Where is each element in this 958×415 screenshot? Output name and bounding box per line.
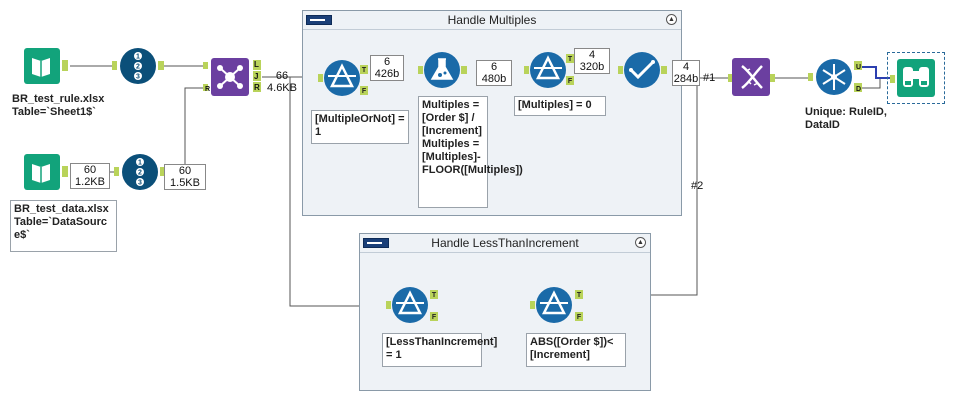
svg-text:T: T <box>362 67 367 74</box>
select-tool[interactable] <box>618 50 670 95</box>
wire-unique-U-to-browse <box>862 66 895 79</box>
svg-text:3: 3 <box>136 74 140 81</box>
container-header: Handle Multiples ▲ <box>303 11 681 30</box>
join-icon <box>203 58 261 96</box>
container-icon <box>306 15 332 25</box>
svg-text:F: F <box>362 88 367 95</box>
snowflake-icon <box>808 59 862 95</box>
anchor-J: J <box>254 72 259 81</box>
wire-recordid-to-join-R <box>162 87 205 173</box>
filter-tool-abs-order[interactable]: T F <box>530 285 590 332</box>
unique-annotation: Unique: RuleID, DataID <box>805 106 887 131</box>
input-rule-label: BR_test_rule.xlsx Table=`Sheet1$` <box>12 93 105 118</box>
input-tool-rule[interactable] <box>22 48 68 84</box>
svg-text:T: T <box>568 56 573 63</box>
filter-icon: T F <box>530 287 583 323</box>
container-icon <box>363 238 389 248</box>
svg-text:F: F <box>432 314 437 321</box>
browse-tool[interactable] <box>887 52 945 104</box>
select-check-icon <box>618 52 667 88</box>
record-id-tool-rule[interactable]: 1 2 3 <box>112 47 166 90</box>
dna-icon <box>728 58 775 96</box>
filter-tool-multiple-or-not[interactable]: T F <box>318 58 372 105</box>
join-tool[interactable] <box>203 58 265 103</box>
svg-text:2: 2 <box>138 170 142 177</box>
svg-text:3: 3 <box>138 180 142 187</box>
filter-tool-less-than-increment[interactable]: T F <box>386 285 440 332</box>
input-data-label: BR_test_data.xlsx Table=`DataSourc e$` <box>10 200 117 252</box>
wire-label-2: #2 <box>691 180 704 192</box>
svg-text:T: T <box>432 292 437 299</box>
container-title: Handle LessThanIncrement <box>431 236 579 250</box>
record-id-icon: 1 2 3 <box>114 154 166 190</box>
collapse-icon[interactable]: ▲ <box>635 237 646 248</box>
wire-join-to-filter3 <box>289 77 388 307</box>
container-header: Handle LessThanIncrement ▲ <box>360 234 650 253</box>
filter-icon: T F <box>386 287 438 323</box>
binoculars-icon <box>890 59 935 97</box>
svg-text:2: 2 <box>136 64 140 71</box>
svg-text:F: F <box>568 78 573 85</box>
anchor-R-in: R <box>205 86 211 93</box>
anchor-R: R <box>254 83 260 92</box>
filter-tool-multiples-zero[interactable]: T F <box>524 50 578 97</box>
anchor-U: U <box>856 64 862 71</box>
filter-icon: T F <box>524 52 574 88</box>
formula-annotation: Multiples = [Order $] / [Increment] Mult… <box>418 96 523 208</box>
filter1-annotation: [MultipleOrNot] = 1 <box>311 110 409 144</box>
book-icon <box>24 48 68 84</box>
record-id-tool-data[interactable]: 1 2 3 <box>114 153 168 196</box>
filter3-annotation: [LessThanIncrement] = 1 <box>382 333 497 367</box>
filter2-annotation: [Multiples] = 0 <box>514 96 606 116</box>
input-tool-data[interactable] <box>22 154 68 190</box>
svg-text:1: 1 <box>138 160 142 167</box>
formula-tool[interactable] <box>418 50 468 95</box>
svg-text:F: F <box>577 314 582 321</box>
filter4-annotation: ABS([Order $])< [Increment] <box>526 333 626 367</box>
book-icon <box>24 154 68 190</box>
anchor-D: D <box>856 86 862 93</box>
wire-label-1: #1 <box>703 72 716 84</box>
filter-icon: T F <box>318 60 368 96</box>
collapse-icon[interactable]: ▲ <box>666 14 677 25</box>
svg-text:1: 1 <box>136 54 140 61</box>
container-title: Handle Multiples <box>447 13 537 27</box>
record-id-icon: 1 2 3 <box>112 48 164 84</box>
unique-tool[interactable] <box>808 56 866 103</box>
formula-flask-icon <box>418 52 467 88</box>
dna-tool[interactable] <box>728 58 776 103</box>
anchor-L: L <box>254 60 259 69</box>
svg-text:T: T <box>577 292 582 299</box>
